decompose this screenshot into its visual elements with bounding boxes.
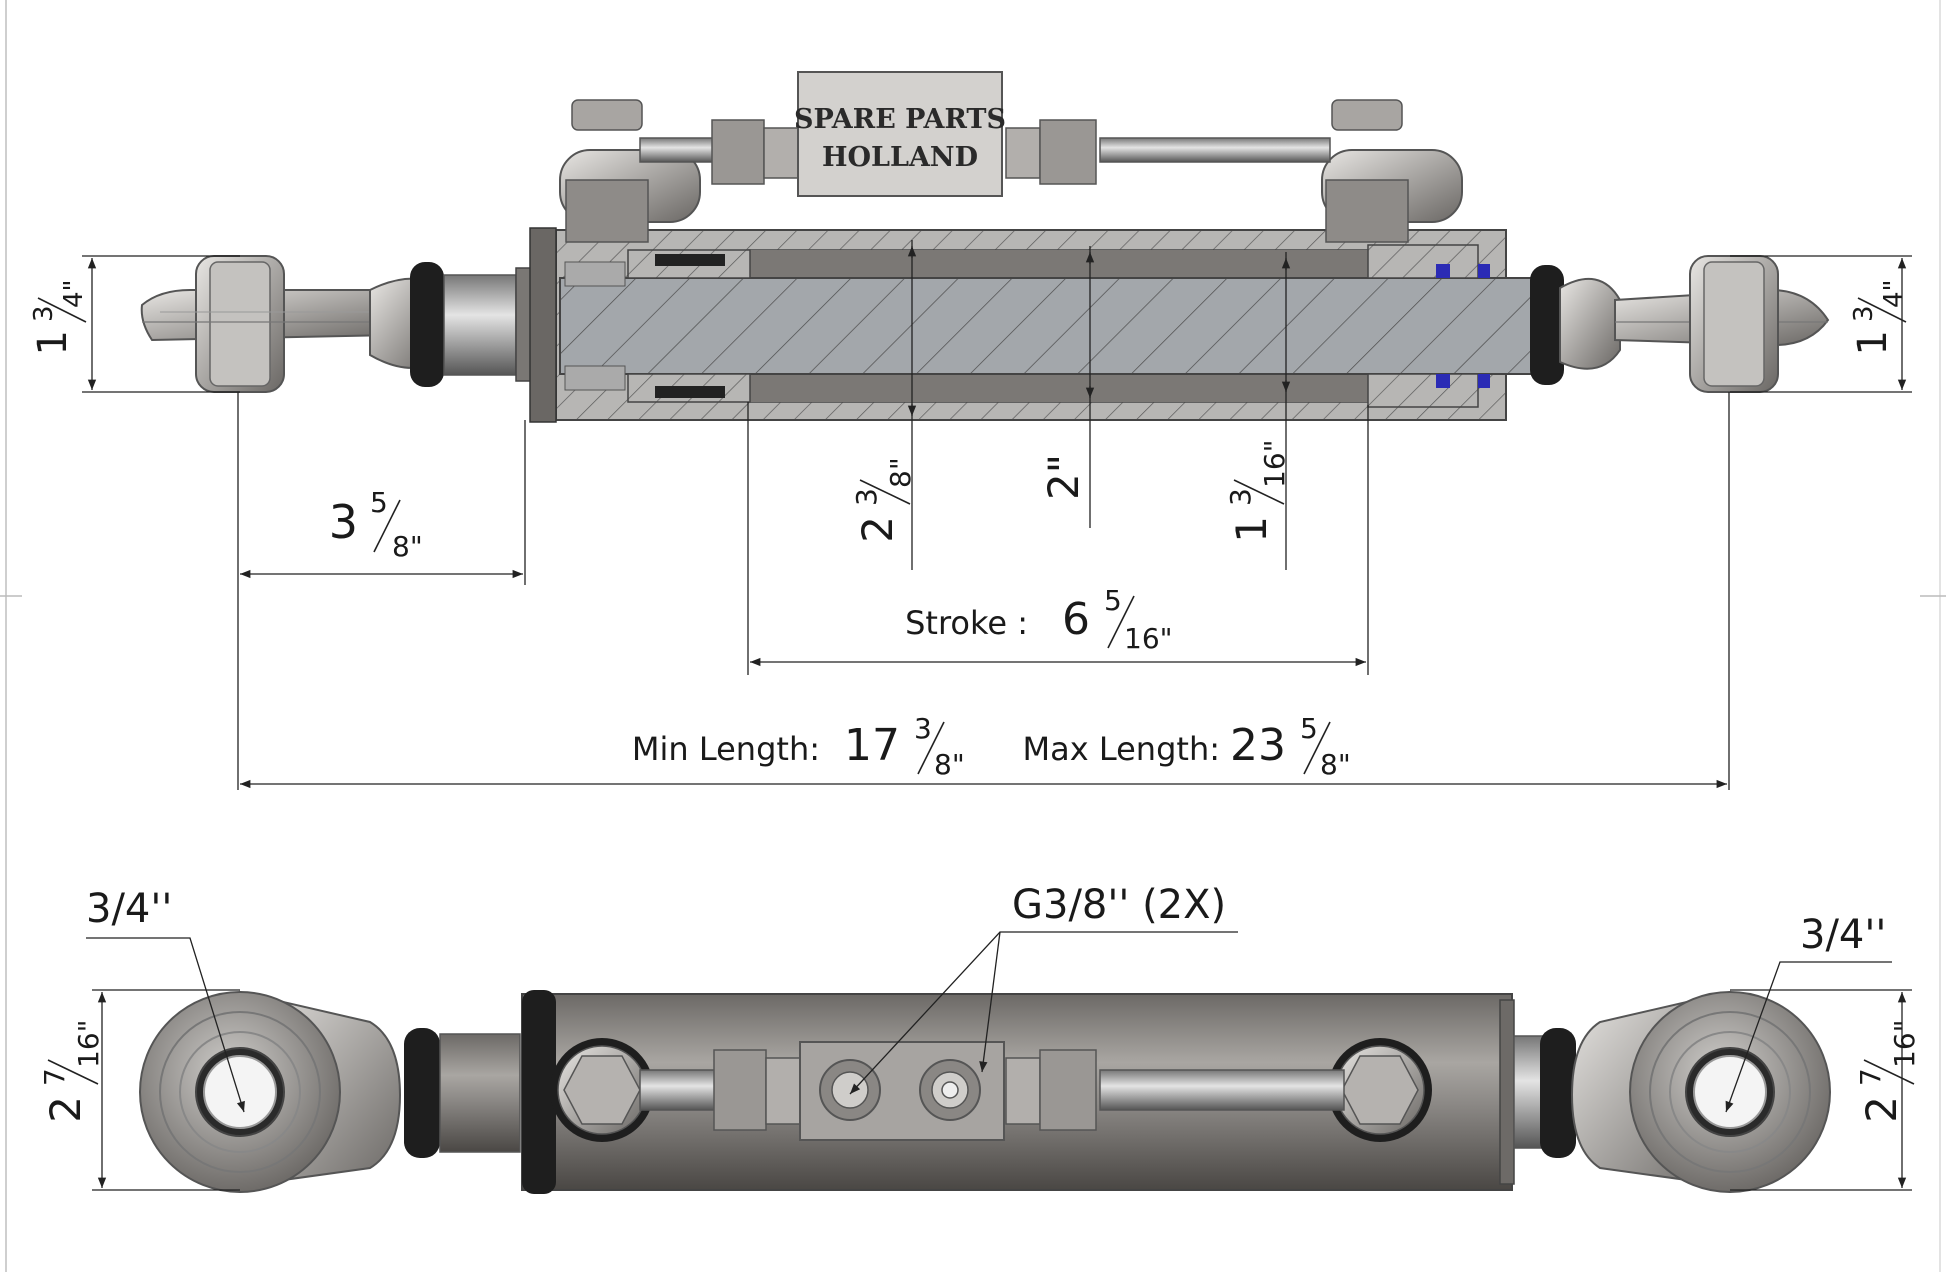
ports-label: G3/8'' (2X)	[1012, 882, 1226, 928]
left-eye-width-num: 7	[38, 1068, 71, 1086]
outer-text: 2"	[1039, 454, 1088, 500]
brand-plate	[797, 71, 1003, 197]
max-length-den: 8"	[1320, 748, 1351, 781]
bore-num: 3	[850, 488, 883, 506]
left-eye-bottom	[139, 990, 521, 1193]
right-eye-height-num: 3	[1849, 305, 1879, 322]
right-ball-eye	[1530, 255, 1830, 393]
dim-stroke: Stroke : 6 5 16"	[905, 584, 1172, 655]
left-end-offset-whole: 3	[329, 495, 358, 549]
max-length-num: 5	[1300, 712, 1318, 745]
right-pin-label: 3/4''	[1800, 912, 1886, 958]
right-eye-width-whole: 2	[1857, 1096, 1906, 1123]
rod-whole: 1	[1227, 516, 1276, 543]
bottom-dimension-lines	[86, 931, 1912, 1191]
min-length-den: 8"	[934, 748, 965, 781]
dim-outer: 2"	[1039, 454, 1088, 500]
left-eye-width-whole: 2	[41, 1096, 90, 1123]
bore-den: 8"	[884, 457, 917, 488]
dim-max-length: Max Length: 23 5 8"	[1023, 712, 1351, 781]
left-ball-eye	[140, 232, 558, 420]
lock-valve-assembly: SPARE PARTS HOLLAND	[559, 71, 1463, 243]
rod-den: 16"	[1258, 439, 1291, 488]
brand-plate-line2: HOLLAND	[822, 142, 978, 173]
stroke-label: Stroke :	[905, 604, 1028, 642]
left-end-offset-num: 5	[370, 486, 388, 519]
right-eye-height-den: 4"	[1879, 279, 1909, 308]
valve-bottom	[550, 1038, 1432, 1142]
stroke-den: 16"	[1124, 622, 1173, 655]
top-dimension-lines	[82, 240, 1912, 790]
max-length-label: Max Length:	[1023, 730, 1220, 768]
brand-plate-line1: SPARE PARTS	[794, 104, 1006, 135]
left-end-offset-den: 8"	[392, 530, 423, 563]
left-eye-height-whole: 1	[30, 330, 76, 355]
stroke-whole: 6	[1062, 594, 1090, 645]
right-eye-bottom	[1513, 990, 1831, 1193]
rod-num: 3	[1224, 488, 1257, 506]
bottom-plan-view	[139, 990, 1831, 1194]
dim-bore: 2 3 8"	[850, 457, 917, 542]
dim-left-end-offset: 3 5 8"	[329, 486, 423, 563]
dim-min-length: Min Length: 17 3 8"	[632, 712, 965, 781]
stroke-num: 5	[1104, 584, 1122, 617]
dim-rod: 1 3 16"	[1224, 439, 1291, 542]
right-eye-width-den: 16"	[1888, 1019, 1921, 1068]
left-eye-height-den: 4"	[59, 279, 89, 308]
barrel-end-ring	[522, 990, 556, 1194]
dim-left-eye-width: 2 7 16"	[38, 1019, 105, 1122]
right-eye-width-num: 7	[1854, 1068, 1887, 1086]
min-length-num: 3	[914, 712, 932, 745]
top-section-view: SPARE PARTS HOLLAND	[140, 71, 1830, 423]
right-eye-height-whole: 1	[1850, 330, 1896, 355]
bore-whole: 2	[853, 516, 902, 543]
left-pin-label: 3/4''	[86, 886, 172, 932]
min-length-whole: 17	[844, 720, 900, 771]
left-eye-width-den: 16"	[72, 1019, 105, 1068]
dim-right-eye-height: 1 3 4"	[1849, 279, 1909, 355]
dim-left-eye-height: 1 3 4"	[29, 279, 89, 355]
left-eye-height-num: 3	[29, 305, 59, 322]
dim-right-eye-width: 2 7 16"	[1854, 1019, 1921, 1122]
cylinder-section	[529, 227, 1533, 423]
max-length-whole: 23	[1230, 720, 1286, 771]
min-length-label: Min Length:	[632, 730, 820, 768]
